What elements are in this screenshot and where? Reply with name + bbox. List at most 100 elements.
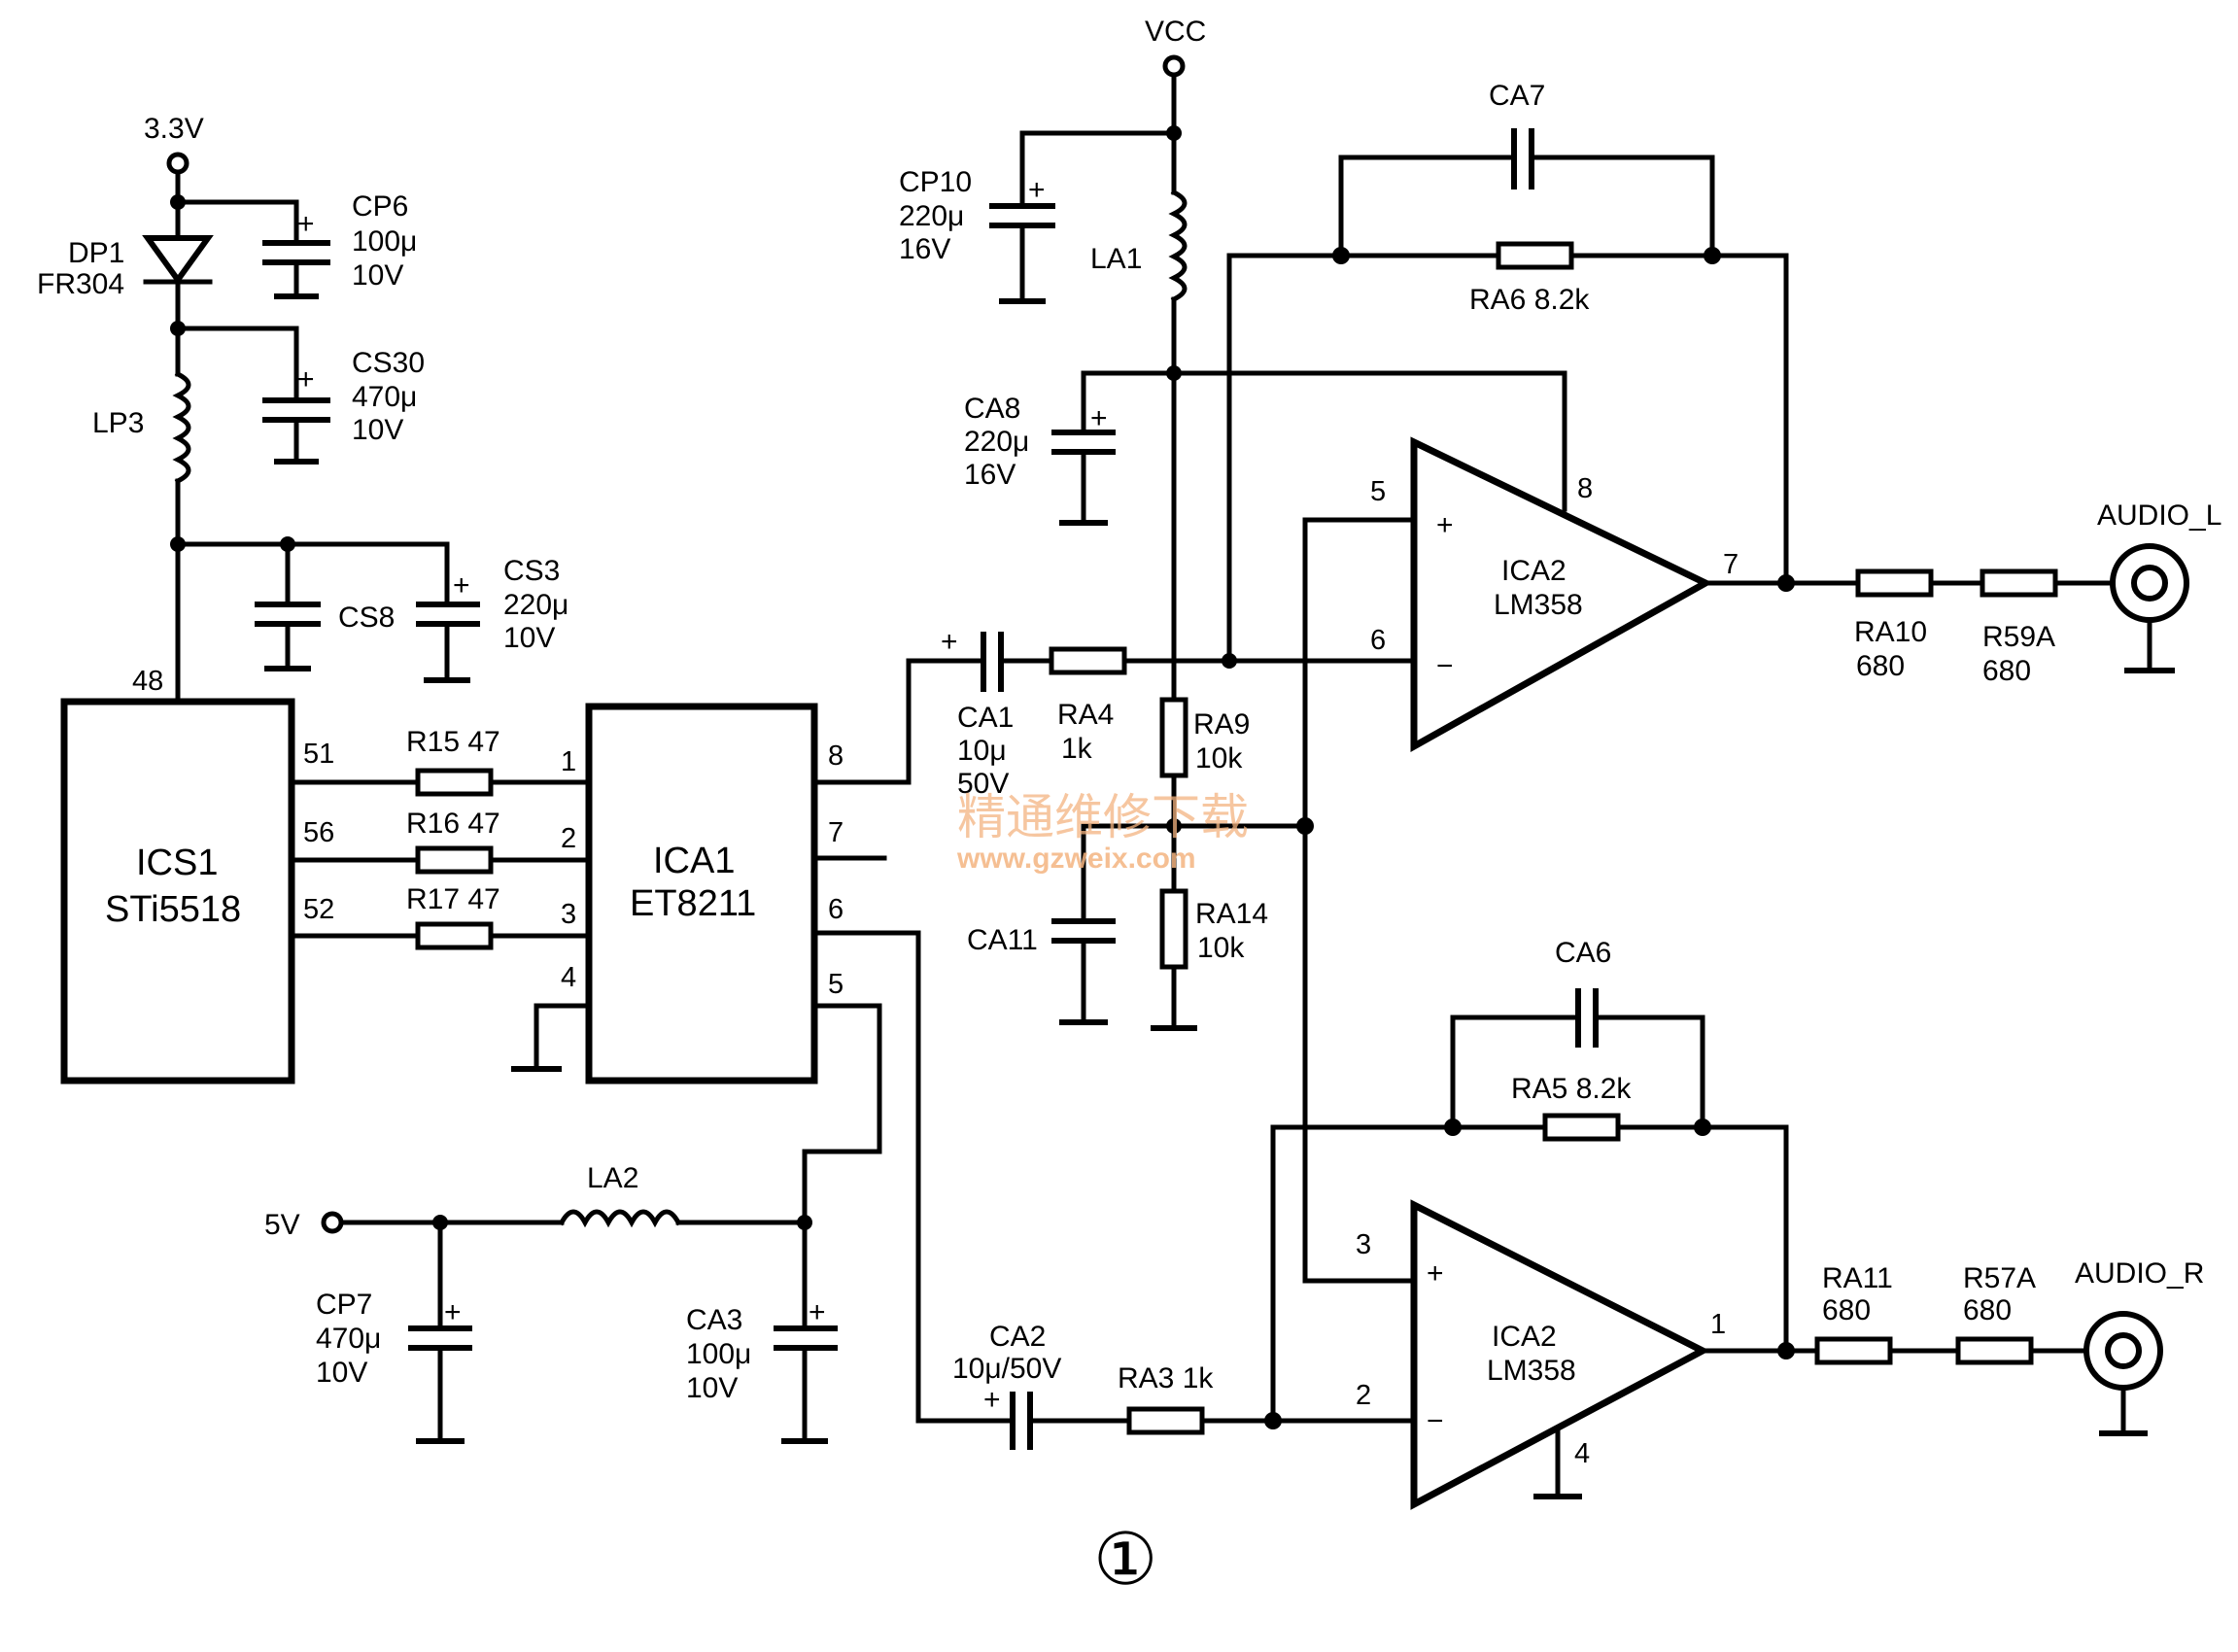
connector-audio-l: AUDIO_L	[2097, 499, 2221, 673]
inductor-la2: LA2	[558, 1162, 682, 1228]
svg-text:CA8: CA8	[964, 393, 1020, 425]
svg-text:50V: 50V	[957, 768, 1009, 800]
svg-text:CS30: CS30	[352, 347, 425, 379]
svg-text:680: 680	[1822, 1294, 1871, 1326]
svg-text:RA14: RA14	[1195, 898, 1268, 930]
svg-text:10V: 10V	[352, 414, 403, 446]
resistor-r17: R17 47	[406, 883, 500, 950]
resistor-ra10: RA10 680	[1854, 568, 1934, 682]
svg-text:CA3: CA3	[686, 1304, 742, 1336]
inductor-la1: LA1	[1090, 189, 1188, 376]
svg-text:R57A: R57A	[1963, 1262, 2036, 1294]
resistor-ra9: RA9 10k	[1159, 697, 1250, 778]
svg-text:ICA2: ICA2	[1492, 1321, 1557, 1353]
svg-text:CA6: CA6	[1555, 937, 1611, 969]
svg-text:10μ: 10μ	[957, 735, 1007, 767]
svg-text:ET8211: ET8211	[630, 883, 756, 924]
resistor-ra3: RA3 1k	[1118, 1362, 1214, 1435]
svg-text:CA11: CA11	[967, 924, 1038, 956]
svg-text:10V: 10V	[316, 1357, 367, 1389]
svg-text:6: 6	[828, 894, 844, 925]
svg-text:4: 4	[1574, 1438, 1590, 1469]
capacitor-ca3: + CA3 100μ 10V	[686, 1296, 838, 1444]
rail-vcc: VCC	[1145, 16, 1206, 78]
svg-text:220μ: 220μ	[503, 589, 568, 621]
svg-text:CP6: CP6	[352, 190, 408, 223]
svg-text:−: −	[1427, 1405, 1444, 1437]
svg-text:RA6 8.2k: RA6 8.2k	[1469, 284, 1590, 316]
svg-text:VCC: VCC	[1145, 16, 1206, 48]
svg-text:RA5 8.2k: RA5 8.2k	[1511, 1073, 1632, 1105]
svg-text:220μ: 220μ	[899, 200, 964, 232]
svg-text:2: 2	[561, 823, 576, 854]
svg-text:RA4: RA4	[1057, 699, 1114, 731]
resistor-r15: R15 47	[406, 726, 500, 797]
svg-text:RA11: RA11	[1822, 1262, 1893, 1294]
svg-text:680: 680	[1963, 1294, 2012, 1326]
svg-text:−: −	[1436, 650, 1454, 682]
opamp-ica2-top: + − ICA2 LM358	[1410, 436, 1713, 752]
svg-text:5: 5	[828, 969, 844, 1000]
svg-text:8: 8	[1577, 473, 1593, 504]
svg-text:+: +	[983, 1384, 1001, 1416]
svg-text:1: 1	[1710, 1309, 1726, 1340]
svg-text:LM358: LM358	[1494, 589, 1583, 621]
diode-part: FR304	[37, 268, 124, 300]
svg-text:7: 7	[1723, 549, 1739, 580]
resistor-r16: R16 47	[406, 808, 500, 875]
svg-text:10V: 10V	[686, 1372, 738, 1404]
svg-text:www.gzweix.com: www.gzweix.com	[956, 843, 1196, 875]
svg-text:LA2: LA2	[587, 1162, 638, 1194]
svg-text:100μ: 100μ	[352, 225, 417, 258]
svg-text:+: +	[1436, 509, 1454, 541]
diode-dp1: DP1 FR304	[37, 235, 214, 300]
resistor-ra6: RA6 8.2k	[1469, 241, 1590, 316]
capacitor-ca8: + CA8 220μ 16V	[964, 393, 1116, 526]
capacitor-cs3: + CS3 220μ 10V	[416, 555, 568, 683]
ic-ics1: ICS1 STi5518	[60, 698, 295, 1084]
svg-text:470μ: 470μ	[316, 1323, 381, 1355]
svg-text:+: +	[297, 363, 315, 396]
svg-text:10k: 10k	[1195, 742, 1243, 774]
svg-text:+: +	[1427, 1257, 1444, 1290]
resistor-r59a: R59A 680	[1980, 568, 2058, 687]
svg-text:ICA1: ICA1	[653, 841, 735, 881]
svg-text:3: 3	[1356, 1229, 1371, 1260]
svg-text:LM358: LM358	[1487, 1355, 1576, 1387]
svg-text:6: 6	[1370, 625, 1386, 656]
svg-text:10V: 10V	[503, 622, 555, 654]
svg-text:+: +	[941, 626, 958, 658]
svg-text:220μ: 220μ	[964, 426, 1029, 458]
svg-text:+: +	[453, 569, 470, 602]
rail-3v3: 3.3V	[144, 113, 204, 175]
svg-text:680: 680	[1982, 655, 2031, 687]
resistor-ra4: RA4 1k	[1049, 646, 1127, 765]
capacitor-ca6: CA6	[1555, 937, 1611, 1048]
svg-text:CS8: CS8	[338, 602, 395, 634]
svg-text:3: 3	[561, 899, 576, 930]
svg-text:8: 8	[828, 740, 844, 772]
svg-text:10V: 10V	[352, 259, 403, 292]
svg-text:R15 47: R15 47	[406, 726, 500, 758]
capacitor-ca2: + CA2 10μ/50V	[952, 1321, 1061, 1450]
svg-text:RA9: RA9	[1193, 708, 1250, 740]
svg-text:680: 680	[1856, 650, 1905, 682]
svg-text:RA3 1k: RA3 1k	[1118, 1362, 1214, 1394]
svg-text:+: +	[1090, 402, 1108, 434]
svg-text:7: 7	[828, 817, 844, 848]
rail-5v: 5V	[264, 1209, 344, 1241]
svg-text:5V: 5V	[264, 1209, 300, 1241]
svg-text:52: 52	[303, 894, 334, 925]
svg-text:4: 4	[561, 962, 576, 993]
svg-text:100μ: 100μ	[686, 1338, 751, 1370]
svg-text:CP10: CP10	[899, 166, 972, 198]
svg-text:精通维修下载: 精通维修下载	[957, 789, 1249, 845]
svg-text:ICA2: ICA2	[1501, 555, 1567, 587]
resistor-ra14: RA14 10k	[1151, 888, 1268, 1031]
ic-ica1: ICA1 ET8211	[585, 703, 818, 1084]
svg-text:10k: 10k	[1197, 932, 1245, 964]
watermark: 精通维修下载 www.gzweix.com	[956, 789, 1249, 875]
svg-text:STi5518: STi5518	[105, 889, 241, 930]
svg-text:CA1: CA1	[957, 702, 1014, 734]
